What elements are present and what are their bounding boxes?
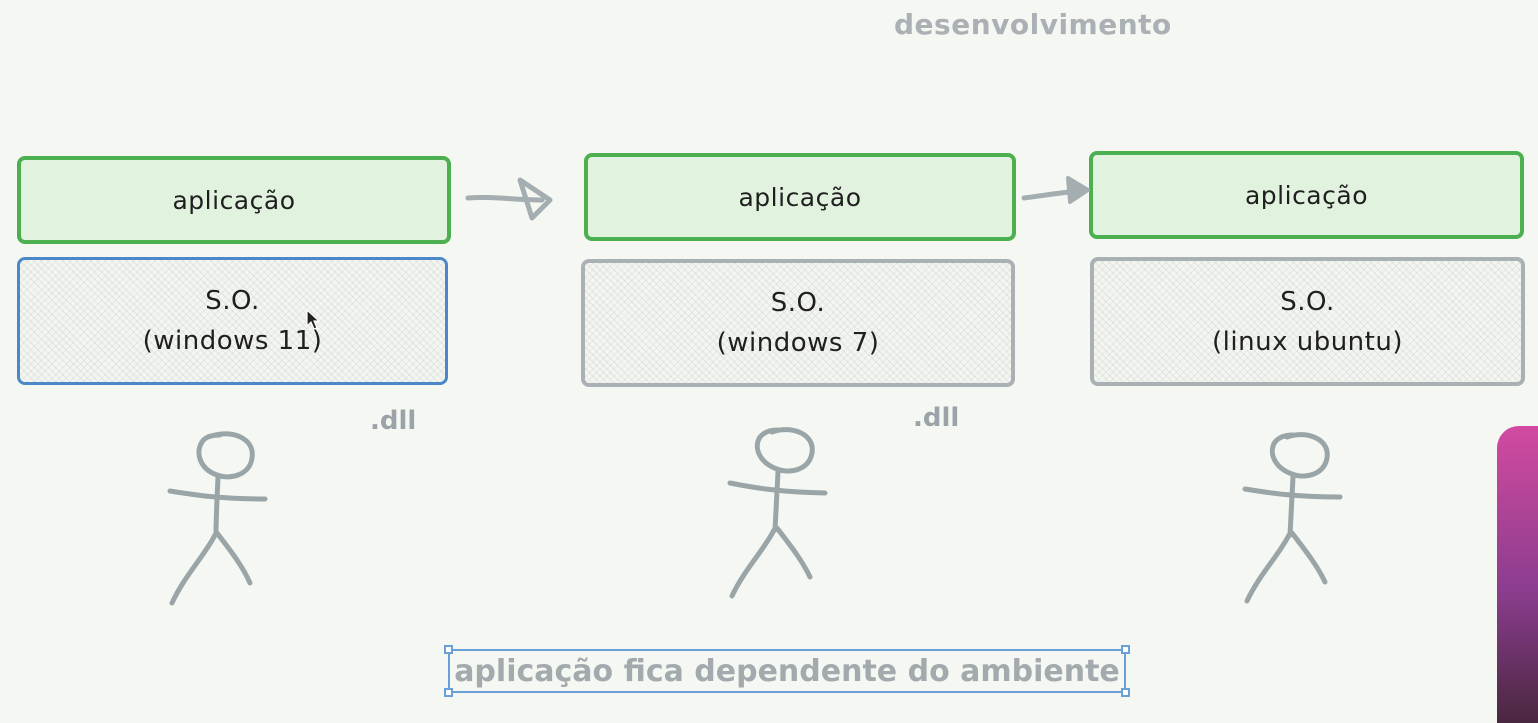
os-box-1[interactable]: S.O. (windows 11) [17, 257, 448, 385]
caption-text[interactable]: aplicação fica dependente do ambiente [454, 653, 1120, 689]
user-figure-3[interactable] [1235, 425, 1355, 610]
os-label-1: S.O. [205, 286, 260, 316]
user-figure-1[interactable] [160, 425, 280, 610]
diagram-title: desenvolvimento [894, 8, 1172, 41]
resize-handle-top-right[interactable] [1121, 645, 1130, 654]
dll-label-2: .dll [913, 403, 960, 433]
application-label-1: aplicação [172, 185, 296, 215]
dll-label-1: .dll [370, 406, 417, 436]
os-name-2: (windows 7) [716, 328, 880, 358]
os-label-3: S.O. [1280, 286, 1335, 317]
resize-handle-top-left[interactable] [444, 645, 453, 654]
resize-handle-bottom-right[interactable] [1121, 688, 1130, 697]
caption-selection[interactable]: aplicação fica dependente do ambiente [444, 645, 1130, 697]
application-box-3[interactable]: aplicação [1089, 151, 1524, 239]
application-label-3: aplicação [1244, 180, 1368, 210]
os-name-3: (linux ubuntu) [1212, 326, 1403, 357]
application-box-1[interactable]: aplicação [17, 156, 451, 244]
application-box-2[interactable]: aplicação [584, 153, 1016, 241]
os-name-1: (windows 11) [142, 326, 323, 356]
user-figure-2[interactable] [720, 420, 840, 605]
arrow-2-to-3[interactable] [1018, 168, 1098, 218]
arrow-1-to-2[interactable] [460, 170, 560, 230]
mouse-cursor-icon [306, 309, 321, 330]
webcam-overlay [1497, 426, 1538, 723]
application-label-2: aplicação [738, 182, 862, 212]
os-label-2: S.O. [770, 288, 826, 318]
os-box-3[interactable]: S.O. (linux ubuntu) [1090, 257, 1525, 386]
resize-handle-bottom-left[interactable] [444, 688, 453, 697]
os-box-2[interactable]: S.O. (windows 7) [581, 259, 1015, 387]
